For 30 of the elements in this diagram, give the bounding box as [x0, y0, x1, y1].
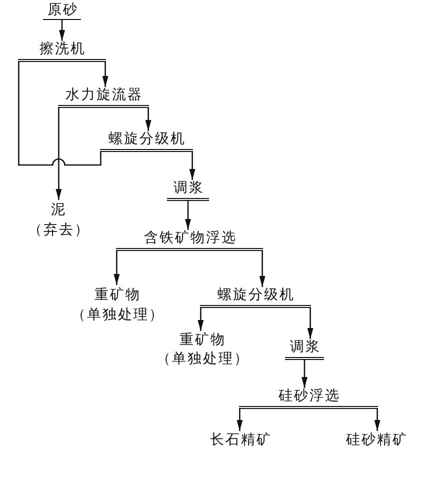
process-step: 螺旋分级机	[200, 287, 311, 308]
arrow	[114, 251, 120, 285]
product-note: （单独处理）	[70, 306, 164, 325]
product-label: 重矿物	[178, 331, 227, 350]
arrow	[236, 409, 243, 431]
product-note: （单独处理）	[155, 350, 250, 369]
process-step: 硅砂浮选	[239, 388, 378, 409]
process-step: 含铁矿物浮选	[116, 230, 263, 251]
arrow	[189, 152, 196, 180]
product-note: （弃去）	[26, 221, 90, 240]
arrow	[56, 108, 62, 200]
arrow	[374, 409, 380, 431]
process-step: 水力旋流器	[58, 87, 149, 108]
arrow	[302, 360, 308, 388]
product-label: 泥	[50, 201, 68, 220]
arrow	[185, 201, 191, 230]
arrow	[198, 308, 204, 331]
arrow	[145, 108, 152, 131]
process-step: 调浆	[285, 339, 324, 360]
product-label: 长石精矿	[208, 431, 272, 449]
product-label: 硅砂精矿	[344, 431, 408, 449]
arrow	[259, 251, 266, 287]
arrow	[59, 20, 65, 41]
feed-label: 原砂	[43, 2, 81, 20]
process-step: 擦洗机	[18, 41, 106, 62]
process-step: 调浆	[167, 180, 209, 201]
arrow	[102, 62, 108, 87]
product-label: 重矿物	[94, 286, 142, 305]
process-step: 螺旋分级机	[100, 131, 193, 152]
arrow	[307, 308, 314, 339]
